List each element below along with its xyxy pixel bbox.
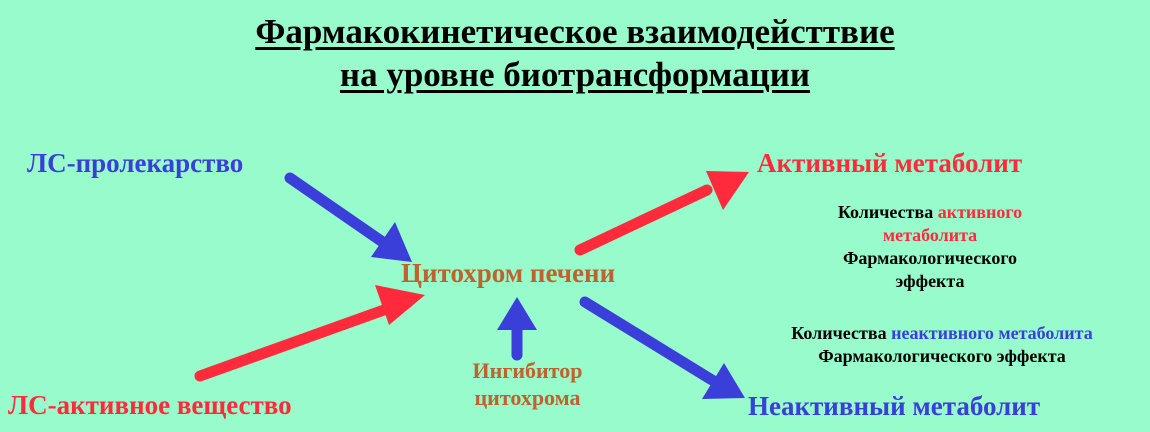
active-substance-label: ЛС-активное вещество [8,390,292,420]
inactive-note-inactive-words: неактивного метаболита [891,323,1093,343]
arrow-inhibitor-to-cytochrome [497,297,537,361]
inhibitor-label: Ингибитор цитохрома [440,357,615,411]
liver-cytochrome-label: Цитохром печени [401,258,616,288]
inactive-note-line-2: Фармакологического эффекта [818,346,1066,366]
active-note-line-1: Количества активного [745,201,1115,224]
prodrug-label: ЛС-пролекарство [27,148,244,178]
inactive-note-quantity-text: Количества [791,323,892,343]
active-note-line-3: Фармакологического [842,248,1018,268]
inactive-note-line-1: Количества неактивного метаболита [738,322,1146,345]
arrow-cytochrome-to-inactive-metabolite [579,296,745,399]
arrow-prodrug-to-cytochrome [284,172,412,262]
active-metabolite-note: Количества активного метаболита Фармакол… [745,201,1115,293]
inhibitor-label-line-2: цитохрома [474,385,581,410]
arrow-active-substance-to-cytochrome [194,285,425,382]
active-note-quantity-text: Количества [837,202,938,222]
inhibitor-label-line-1: Ингибитор [472,358,583,383]
active-metabolite-label: Активный метаболит [757,148,1023,178]
diagram-title-line-2: на уровне биотрансформации [339,55,811,94]
active-note-line-4: эффекта [895,271,965,291]
inactive-metabolite-label: Неактивный метаболит [748,391,1041,421]
diagram-title-line-1: Фармакокинетическое взаимодейсттвие [255,12,895,51]
active-note-active-word: активного [937,202,1023,222]
inactive-metabolite-note: Количества неактивного метаболита Фармак… [738,322,1146,368]
active-note-line-2: метаболита [882,225,978,245]
arrow-cytochrome-to-active-metabolite [574,171,749,256]
